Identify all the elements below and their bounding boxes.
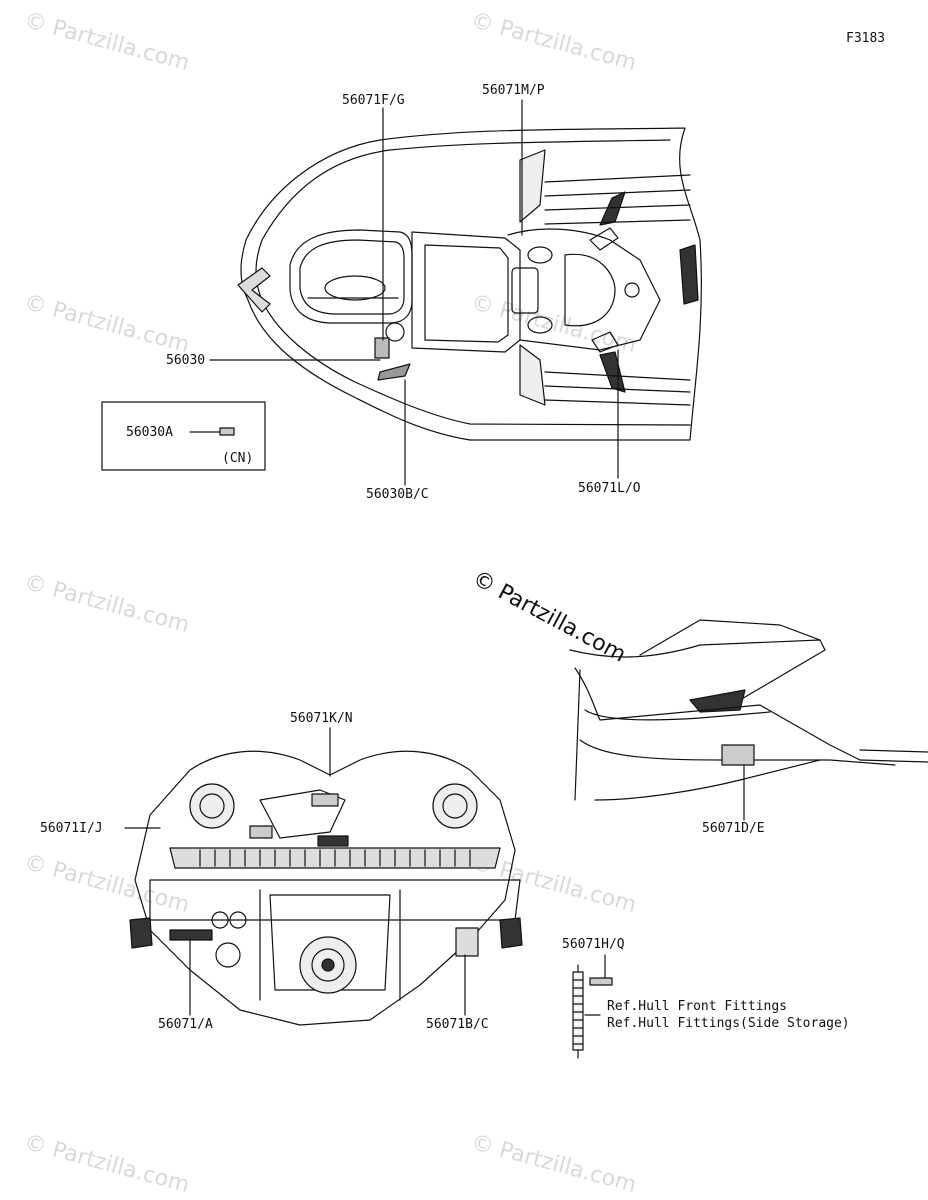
callout-56071L-O: 56071L/O <box>578 481 641 496</box>
label-sticker-56030A <box>219 427 235 436</box>
inset-box <box>101 401 266 471</box>
callout-56071-A: 56071/A <box>158 1017 213 1032</box>
callout-56071K-N: 56071K/N <box>290 711 353 726</box>
callout-cn: (CN) <box>222 451 254 466</box>
callout-56071H-Q: 56071H/Q <box>562 937 625 952</box>
label-sticker-56071H <box>589 977 613 986</box>
callout-56071B-C: 56071B/C <box>426 1017 489 1032</box>
label-sticker-56071A <box>169 929 213 941</box>
label-sticker-56071D <box>721 744 755 766</box>
leader-lines-top <box>189 99 619 486</box>
top-view-craft <box>237 127 702 441</box>
side-storage-view <box>569 619 928 801</box>
reference-note-side-storage: Ref.Hull Fittings(Side Storage) <box>607 1016 850 1031</box>
callout-56030: 56030 <box>166 353 206 368</box>
figure-code: F3183 <box>846 31 886 46</box>
callout-56071F-G: 56071F/G <box>342 93 405 108</box>
callout-56030B-C: 56030B/C <box>366 487 429 502</box>
leader-lines-rear <box>124 727 606 1016</box>
callout-56071I-J: 56071I/J <box>40 821 103 836</box>
callout-56071M-P: 56071M/P <box>482 83 545 98</box>
reference-spring-hose <box>572 964 584 1059</box>
label-sticker-56071B <box>455 927 479 957</box>
callout-56071D-E: 56071D/E <box>702 821 765 836</box>
callout-56030A: 56030A <box>126 425 173 440</box>
rear-view-craft <box>129 750 523 1026</box>
reference-note-front-fittings: Ref.Hull Front Fittings <box>607 999 788 1014</box>
